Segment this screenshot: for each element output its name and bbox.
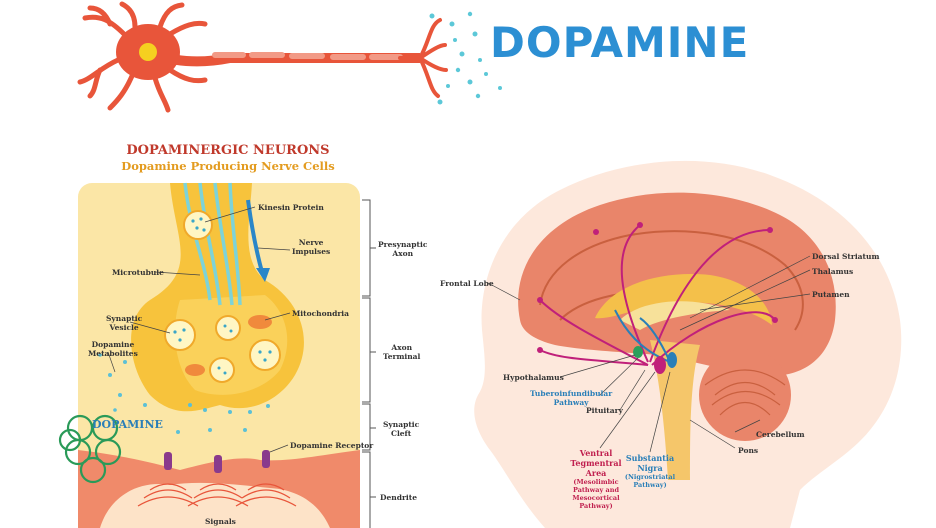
label-hypothalamus: Hypothalamus	[503, 373, 564, 382]
label-frontal-lobe: Frontal Lobe	[440, 279, 494, 288]
label-dorsal-striatum: Dorsal Striatum	[812, 252, 880, 261]
label-kinesin-protein: Kinesin Protein	[258, 203, 324, 212]
label-mitochondria: Mitochondria	[292, 309, 349, 318]
bracket-synaptic-cleft: Synaptic Cleft	[383, 420, 420, 438]
label-tuberoinfundibular: Tuberoinfundibular Pathway	[530, 389, 613, 407]
label-pons: Pons	[738, 446, 759, 455]
page-title: DOPAMINE	[490, 18, 750, 67]
neuron-panel-subtitle: Dopamine Producing Nerve Cells	[121, 159, 335, 173]
label-cerebellum: Cerebellum	[756, 430, 805, 439]
vta-title: Ventral Tegmentral Area	[570, 448, 622, 478]
neuron-illustration	[77, 1, 502, 113]
bracket-presynaptic-axon: Presynaptic Axon	[378, 240, 428, 258]
label-synaptic-vesicle: Synaptic Vesicle	[106, 314, 143, 332]
label-dopamine: DOPAMINE	[92, 418, 163, 431]
bracket-lines	[362, 199, 376, 528]
sn-title: Substantia Nigra	[625, 453, 675, 473]
brain-illustration	[474, 160, 902, 528]
label-nerve-impulses: Nerve Impulses	[292, 238, 331, 256]
bracket-axon-terminal: Axon Terminal	[383, 343, 421, 361]
label-putamen: Putamen	[812, 290, 850, 299]
label-microtubule: Microtubule	[112, 268, 164, 277]
neuron-panel-title: DOPAMINERGIC NEURONS	[126, 143, 330, 158]
label-dopamine-metabolites: Dopamine Metabolites	[88, 340, 138, 358]
label-substantia-nigra: Substantia Nigra (Nigrostriatal Pathway)	[620, 453, 680, 489]
vta-subtitle: (Mesolimbic Pathway and Mesocortical Pat…	[572, 478, 620, 510]
label-thalamus: Thalamus	[812, 267, 854, 276]
label-dopamine-receptor: Dopamine Receptor	[290, 441, 374, 450]
synapse-panel	[58, 182, 360, 528]
bracket-dendrite: Dendrite	[380, 493, 418, 502]
sn-subtitle: (Nigrostriatal Pathway)	[624, 473, 676, 489]
label-ventral-tegmental-area: Ventral Tegmentral Area (Mesolimbic Path…	[556, 448, 636, 510]
label-pituitary: Pituitary	[586, 406, 623, 415]
label-signals: Signals	[205, 517, 236, 526]
